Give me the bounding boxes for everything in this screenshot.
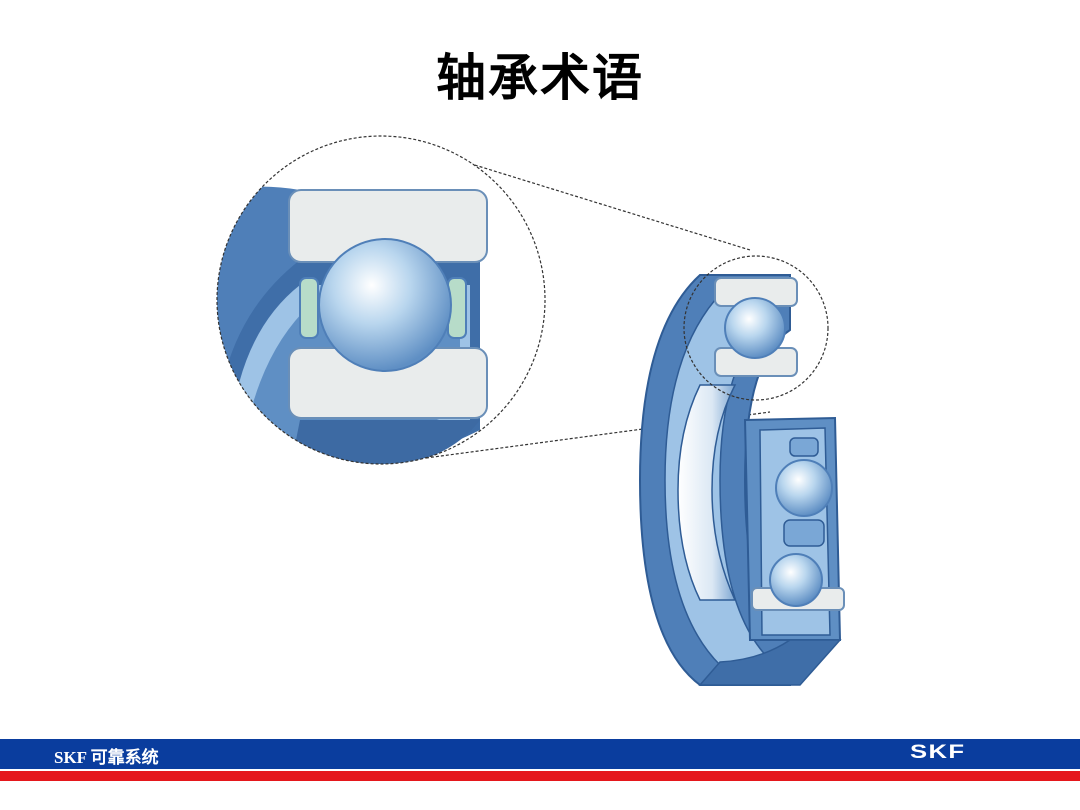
zoom-line-bottom <box>425 411 771 459</box>
footer-bar <box>0 739 1080 769</box>
footer-red-stripe <box>0 771 1080 781</box>
bearing-illustration <box>216 135 845 686</box>
small-magnifier-circle <box>683 255 829 401</box>
magnified-detail <box>217 136 545 464</box>
magnifier-circle <box>216 135 546 465</box>
skf-logo: SKF <box>910 742 966 763</box>
bearing-cross-section <box>638 274 845 686</box>
footer-text: SKF 可靠系统 <box>54 748 159 767</box>
slide-title: 轴承术语 <box>436 48 644 107</box>
zoom-line-top <box>383 136 751 251</box>
